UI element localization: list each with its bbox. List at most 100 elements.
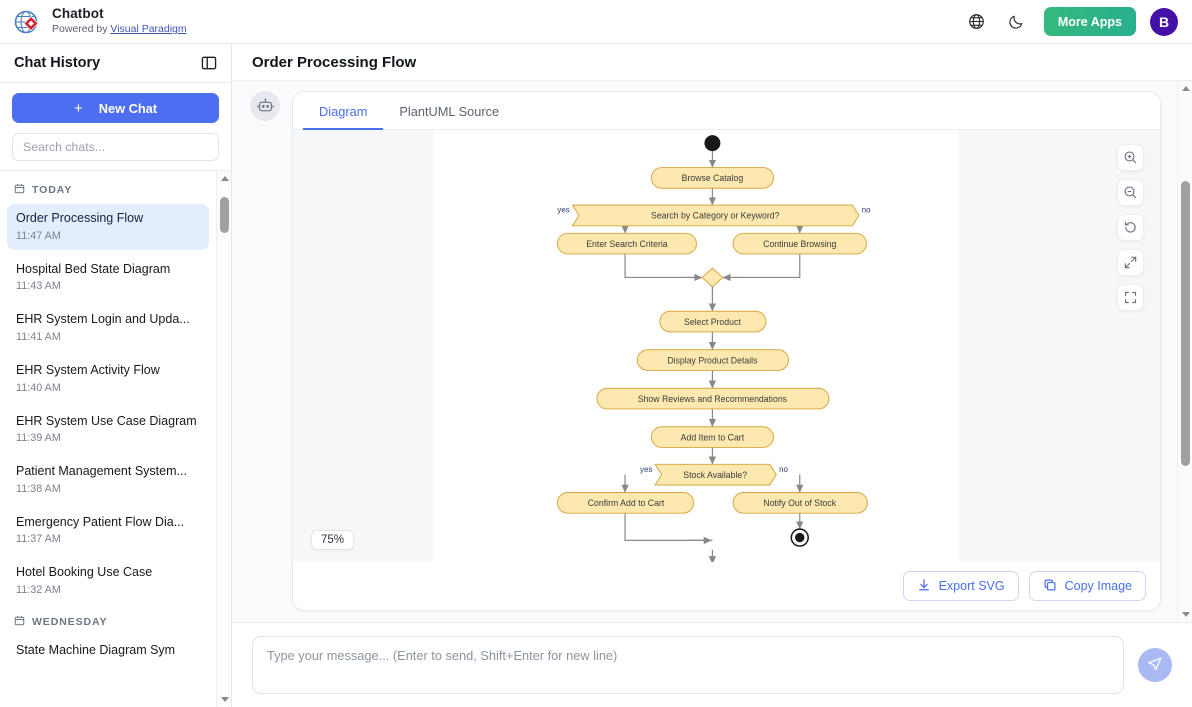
svg-text:Browse Catalog: Browse Catalog — [682, 173, 744, 183]
sidebar-title: Chat History — [14, 55, 101, 71]
zoom-level-badge[interactable]: 75% — [311, 530, 355, 550]
sidebar-new-chat-area: + New Chat — [0, 83, 231, 133]
chat-item-title: Patient Management System... — [16, 464, 187, 479]
chat-group-label: WEDNESDAY — [32, 616, 108, 628]
chat-history-item[interactable]: EHR System Use Case Diagram 11:39 AM — [7, 407, 209, 453]
top-bar: Chatbot Powered by Visual Paradigm Mor — [0, 0, 1192, 44]
export-svg-button[interactable]: Export SVG — [902, 571, 1019, 601]
chat-item-title: EHR System Login and Upda... — [16, 312, 190, 327]
chat-item-title: Hotel Booking Use Case — [16, 565, 153, 580]
bot-message-row: Diagram PlantUML Source — [232, 91, 1177, 611]
conversation-scrollbar[interactable] — [1177, 81, 1192, 622]
main-panel: Order Processing Flow — [232, 44, 1192, 707]
user-avatar[interactable]: B — [1150, 7, 1178, 36]
diagram-node-browse-catalog: Browse Catalog — [650, 167, 774, 189]
chat-history-item[interactable]: Hospital Bed State Diagram 11:43 AM — [7, 255, 209, 301]
diagram-canvas[interactable]: Browse Catalog Search by Category or Key… — [293, 130, 1160, 562]
message-input[interactable] — [252, 636, 1124, 694]
copy-icon — [1043, 578, 1057, 595]
chat-item-time: 11:38 AM — [16, 482, 61, 495]
sidebar-scrollbar-thumb[interactable] — [220, 197, 229, 233]
chat-item-title: Hospital Bed State Diagram — [16, 261, 171, 276]
new-chat-button[interactable]: + New Chat — [12, 93, 219, 123]
diagram-final-node — [790, 528, 809, 547]
diagram-decision-search-by-category: Search by Category or Keyword? yes no — [557, 204, 871, 227]
svg-text:Display Product Details: Display Product Details — [667, 355, 758, 365]
chat-history-item[interactable]: Order Processing Flow 11:47 AM — [7, 204, 209, 250]
message-scroll-area: Diagram PlantUML Source — [232, 81, 1177, 622]
panel-collapse-icon[interactable] — [199, 53, 219, 73]
tab-diagram[interactable]: Diagram — [303, 92, 384, 130]
main-header: Order Processing Flow — [232, 44, 1192, 81]
diagram-node-notify-out-of-stock: Notify Out of Stock — [732, 492, 868, 514]
more-apps-button[interactable]: More Apps — [1043, 7, 1136, 36]
diagram-initial-node — [704, 135, 721, 152]
diagram-node-display-product-details: Display Product Details — [636, 349, 789, 371]
chat-history-item[interactable]: EHR System Login and Upda... 11:41 AM — [7, 305, 209, 351]
chat-item-time: 11:40 AM — [16, 381, 61, 394]
calendar-icon — [14, 615, 25, 629]
scroll-up-arrow-icon[interactable] — [217, 171, 232, 186]
diagram-card-actions: Export SVG Copy Image — [293, 562, 1160, 610]
svg-text:Add Item to Cart: Add Item to Cart — [681, 432, 745, 442]
tab-plantuml-source[interactable]: PlantUML Source — [399, 104, 500, 119]
chat-history-item[interactable]: Hotel Booking Use Case 11:32 AM — [7, 558, 209, 604]
chat-item-title: Emergency Patient Flow Dia... — [16, 514, 185, 529]
diagram-node-confirm-add-to-cart: Confirm Add to Cart — [556, 492, 695, 514]
chat-item-time: 11:41 AM — [16, 330, 61, 343]
diagram-node-show-reviews-and-recommendations: Show Reviews and Recommendations — [596, 387, 830, 410]
sidebar-list-outer: TODAY Order Processing Flow 11:47 AM Hospit… — [0, 170, 231, 707]
calendar-icon — [14, 183, 25, 197]
svg-text:Confirm Add to Cart: Confirm Add to Cart — [588, 498, 665, 508]
copy-image-button[interactable]: Copy Image — [1028, 571, 1146, 601]
diagram-node-continue-browsing: Continue Browsing — [732, 232, 867, 255]
chat-history-list: TODAY Order Processing Flow 11:47 AM Hospit… — [0, 171, 216, 707]
diagram-decision-stock-available: Stock Available? yes no — [640, 463, 788, 486]
activity-diagram: Browse Catalog Search by Category or Key… — [293, 130, 1160, 562]
action-label: Copy Image — [1064, 579, 1132, 593]
scroll-down-arrow-icon[interactable] — [217, 692, 232, 707]
conversation-scrollbar-thumb[interactable] — [1181, 181, 1190, 466]
chat-history-item[interactable]: State Machine Diagram Sym — [7, 636, 209, 667]
message-composer — [232, 622, 1192, 707]
send-icon — [1147, 656, 1163, 675]
chat-item-time: 11:47 AM — [16, 229, 61, 242]
brand-title: Chatbot — [52, 6, 104, 22]
chat-item-title: Order Processing Flow — [16, 211, 144, 225]
svg-text:Show Reviews and Recommendatio: Show Reviews and Recommendations — [638, 394, 788, 404]
chat-item-time: 11:43 AM — [16, 280, 61, 293]
chat-item-time: 11:32 AM — [16, 584, 61, 596]
diagram-page-background — [433, 130, 959, 562]
top-bar-actions: More Apps B — [964, 7, 1178, 36]
zoom-out-icon[interactable] — [1117, 179, 1144, 206]
globe-icon[interactable] — [964, 9, 990, 35]
fullscreen-icon[interactable] — [1117, 284, 1144, 311]
chat-group-label: TODAY — [32, 184, 73, 196]
chat-history-item[interactable]: Emergency Patient Flow Dia...11:37 AM — [7, 508, 209, 554]
visual-paradigm-link[interactable]: Visual Paradigm — [110, 23, 187, 36]
svg-text:Enter Search Criteria: Enter Search Criteria — [586, 239, 668, 249]
brand: Chatbot Powered by Visual Paradigm — [12, 6, 187, 37]
moon-icon[interactable] — [1004, 9, 1030, 35]
action-label: Export SVG — [938, 579, 1005, 593]
scroll-up-arrow-icon[interactable] — [1178, 81, 1192, 96]
scroll-down-arrow-icon[interactable] — [1178, 607, 1192, 622]
reset-rotate-icon[interactable] — [1117, 214, 1144, 241]
sidebar-scrollbar[interactable] — [216, 171, 231, 707]
visual-paradigm-logo-icon — [12, 7, 42, 37]
expand-icon[interactable] — [1117, 249, 1144, 276]
sidebar-header: Chat History — [0, 44, 231, 83]
svg-text:yes: yes — [557, 206, 569, 215]
diagram-card: Diagram PlantUML Source — [292, 91, 1161, 611]
chat-item-title: EHR System Use Case Diagram — [16, 413, 197, 428]
chat-item-time: 11:39 AM — [16, 432, 61, 445]
send-button[interactable] — [1138, 648, 1172, 682]
chat-history-item[interactable]: Patient Management System... 11:38 AM — [7, 457, 209, 503]
zoom-in-icon[interactable] — [1117, 144, 1144, 171]
search-chats-input[interactable] — [12, 133, 219, 161]
diagram-node-select-product: Select Product — [659, 310, 767, 333]
